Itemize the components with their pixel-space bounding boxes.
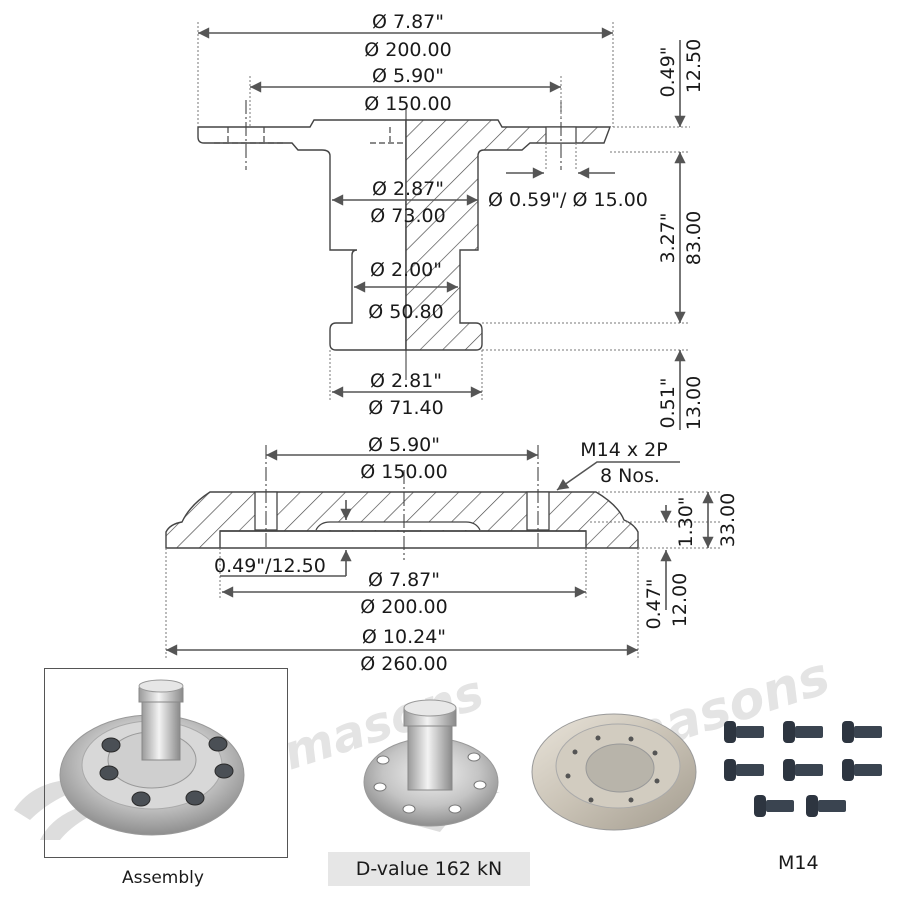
mounting-plate-section-view: Ø 5.90" Ø 150.00 M14 x 2P 8 Nos. 0.49"/1… — [165, 434, 739, 675]
pin-dia-in: Ø 2.00" — [370, 259, 442, 281]
thread-count: 8 Nos. — [600, 465, 660, 487]
total-height-in: 1.30" — [675, 496, 697, 547]
bolt-icon — [754, 795, 794, 817]
hole-dia: Ø 0.59"/ Ø 15.00 — [488, 189, 648, 211]
flange-thickness-mm: 12.50 — [683, 39, 705, 93]
bolt-icon — [806, 795, 846, 817]
outer-flange-dia-in: Ø 7.87" — [372, 11, 444, 33]
recess-dia-mm: Ø 200.00 — [360, 596, 447, 618]
assembly-photo — [59, 679, 245, 836]
recess-depth: 0.49"/12.50 — [214, 555, 326, 577]
mounting-plate-photo — [531, 713, 697, 831]
pin-length-in: 3.27" — [657, 212, 679, 263]
assembly-photo-frame — [44, 668, 288, 858]
bolt-icon — [724, 721, 764, 743]
flange-thickness-in: 0.49" — [657, 46, 679, 97]
bolt-circle-dia-mm: Ø 150.00 — [364, 93, 451, 115]
outer-dia-mm: Ø 260.00 — [360, 653, 447, 675]
outer-dia-in: Ø 10.24" — [362, 626, 446, 648]
plate-bolt-circle-mm: Ø 150.00 — [360, 461, 447, 483]
bolts-caption: M14 — [778, 852, 819, 874]
recess-dia-in: Ø 7.87" — [368, 569, 440, 591]
king-pin-section-view: Ø 7.87" Ø 200.00 Ø 5.90" Ø 150.00 Ø 2.87… — [197, 11, 705, 430]
bolt-icon — [842, 759, 882, 781]
neck-dia-in: Ø 2.87" — [372, 178, 444, 200]
head-thickness-in: 0.51" — [657, 377, 679, 428]
assembly-caption: Assembly — [122, 868, 204, 888]
head-dia-in: Ø 2.81" — [370, 370, 442, 392]
total-height-mm: 33.00 — [717, 493, 739, 547]
pin-dia-mm: Ø 50.80 — [368, 301, 443, 323]
bolt-icon — [724, 759, 764, 781]
plate-section — [165, 491, 639, 549]
bolt-circle-dia-in: Ø 5.90" — [372, 65, 444, 87]
thread-spec: M14 x 2P — [580, 439, 667, 461]
bolt-icon — [783, 759, 823, 781]
neck-dia-mm: Ø 73.00 — [370, 205, 445, 227]
m14-bolts-photo — [724, 721, 882, 817]
plate-bolt-circle-in: Ø 5.90" — [368, 434, 440, 456]
bolt-icon — [783, 721, 823, 743]
head-thickness-mm: 13.00 — [683, 376, 705, 430]
bolt-icon — [842, 721, 882, 743]
king-pin-photo — [363, 699, 499, 827]
outer-flange-dia-mm: Ø 200.00 — [364, 39, 451, 61]
pin-length-mm: 83.00 — [683, 211, 705, 265]
recess-height-mm: 12.00 — [669, 573, 691, 627]
dvalue-caption: D-value 162 kN — [328, 852, 530, 886]
head-dia-mm: Ø 71.40 — [368, 397, 443, 419]
recess-height-in: 0.47" — [643, 578, 665, 629]
